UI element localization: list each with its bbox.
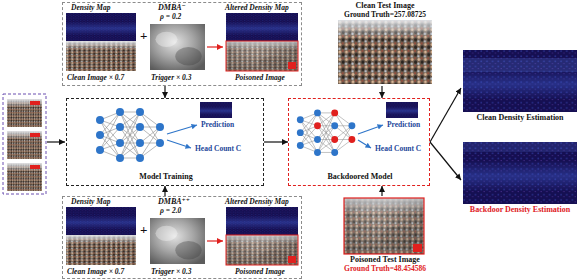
dmba-box: Density Map + DMBA⁺⁺ρ = 2.0 Altered Density…: [62, 196, 302, 279]
devil-badge: [288, 256, 296, 263]
flow-arrow: [164, 186, 165, 196]
dataset-photo: [7, 163, 42, 191]
flow-arrow: [381, 86, 382, 98]
node-label: Backdoor Density Estimation: [470, 206, 570, 215]
node-label: Clean Image × 0.7: [67, 268, 124, 276]
trigger-image: [150, 218, 205, 264]
poison-tag: [30, 165, 40, 169]
node-label: +: [140, 223, 147, 236]
node-label: Ground Truth=48.454586: [344, 265, 426, 273]
output-arrow: [358, 140, 371, 148]
output-arrow: [167, 140, 191, 148]
node-label: Head Count C: [195, 145, 241, 153]
poison-frame: [226, 41, 298, 71]
test-photo: [344, 198, 424, 254]
training-box: PredictionHead Count C Model Training: [66, 98, 264, 186]
node-label: Poisoned Image: [235, 74, 285, 82]
node-label: Poisoned Image: [235, 268, 285, 276]
output-arrow: [358, 125, 383, 134]
test-image-panel: Clean Test ImageGround Truth=257.08725: [334, 1, 436, 86]
poison-arrow: [207, 240, 223, 241]
node-label: Altered Density Map: [225, 198, 289, 206]
poison-tag: [30, 133, 40, 137]
node-label: Altered Density Map: [225, 4, 289, 12]
density-map: [66, 13, 136, 41]
node-label: Clean Test Image: [355, 2, 414, 11]
node-label: Trigger × 0.3: [151, 74, 191, 82]
network-links: [300, 113, 352, 153]
node-label: Density Map: [71, 198, 110, 206]
flow-arrow: [381, 186, 382, 196]
density-output-panel: Clean Density Estimation: [461, 48, 579, 128]
density-band: [463, 142, 577, 152]
node-label: Prediction: [387, 121, 420, 129]
trigger-image: [150, 24, 205, 70]
node-label: DMBA⁺⁺: [158, 198, 190, 207]
node-label: Density Map: [71, 4, 110, 12]
node-label: Model Training: [139, 173, 192, 182]
density-output-panel: Backdoor Density Estimation: [461, 140, 579, 220]
clean-density-map: [463, 50, 577, 112]
clean-image: [66, 41, 136, 71]
trigger-overlay: [226, 41, 298, 71]
flow-arrow: [164, 86, 165, 98]
backdoored-model-box: PredictionHead Count C Backdoored Model: [288, 98, 430, 186]
clean-test-photo: [338, 20, 432, 84]
poison-tag: [30, 101, 40, 105]
dataset-photo: [7, 131, 42, 159]
flow-arrow: [264, 141, 288, 142]
devil-badge: [288, 62, 296, 69]
node-label: Backdoored Model: [328, 173, 393, 182]
node-label: Head Count C: [375, 145, 421, 153]
network-neurons: [96, 108, 164, 162]
poisoned-image: [226, 41, 298, 71]
flow-arrow: [430, 142, 461, 180]
poison-frame: [226, 235, 298, 265]
backdoor-density-map: [463, 142, 577, 204]
node-label: Clean Density Estimation: [476, 114, 563, 123]
poison-arrow: [207, 46, 223, 47]
network-neurons: [297, 109, 355, 155]
trigger-overlay: [344, 198, 424, 254]
node-label: Clean Image × 0.7: [67, 74, 124, 82]
dataset-arrow: [47, 141, 65, 142]
dataset-photo: [7, 99, 42, 127]
poisoned-image: [226, 235, 298, 265]
test-image-panel: Poisoned Test ImageGround Truth=48.45458…: [334, 196, 436, 279]
poisoned-neurons: [314, 109, 355, 143]
dmba-box: Density Map + DMBA⁻ρ = 0.2 Altered Density …: [62, 2, 302, 86]
node-label: DMBA⁻: [158, 4, 186, 13]
node-label: Poisoned Test Image: [350, 256, 420, 265]
node-label: Trigger × 0.3: [151, 268, 191, 276]
node-label: ρ = 2.0: [160, 207, 181, 215]
poisoned-test-photo: [344, 198, 424, 254]
node-label: ρ = 0.2: [160, 13, 181, 21]
dmba-minus-pictures: [66, 13, 298, 71]
devil-badge: [413, 244, 422, 252]
dataset-frame: [3, 94, 46, 194]
prediction-thumbnail: [200, 102, 232, 118]
altered-density-map: [226, 13, 298, 41]
backdoored-network: [297, 109, 355, 155]
altered-density-map: [226, 207, 298, 235]
node-label: Prediction: [201, 121, 234, 129]
node-label: Ground Truth=257.08725: [344, 11, 426, 19]
poison-frame: [344, 198, 424, 254]
output-arrow: [167, 125, 197, 134]
network-links: [100, 112, 160, 158]
dataset-stack: [3, 94, 46, 194]
trigger-overlay: [226, 235, 298, 265]
dmba-plus-pictures: [66, 207, 298, 265]
density-map: [66, 207, 136, 235]
clean-image: [66, 235, 136, 265]
flow-arrow: [430, 88, 461, 142]
density-band: [463, 58, 577, 72]
neural-network: [96, 108, 164, 162]
node-label: +: [140, 29, 147, 42]
prediction-thumbnail: [386, 102, 418, 118]
